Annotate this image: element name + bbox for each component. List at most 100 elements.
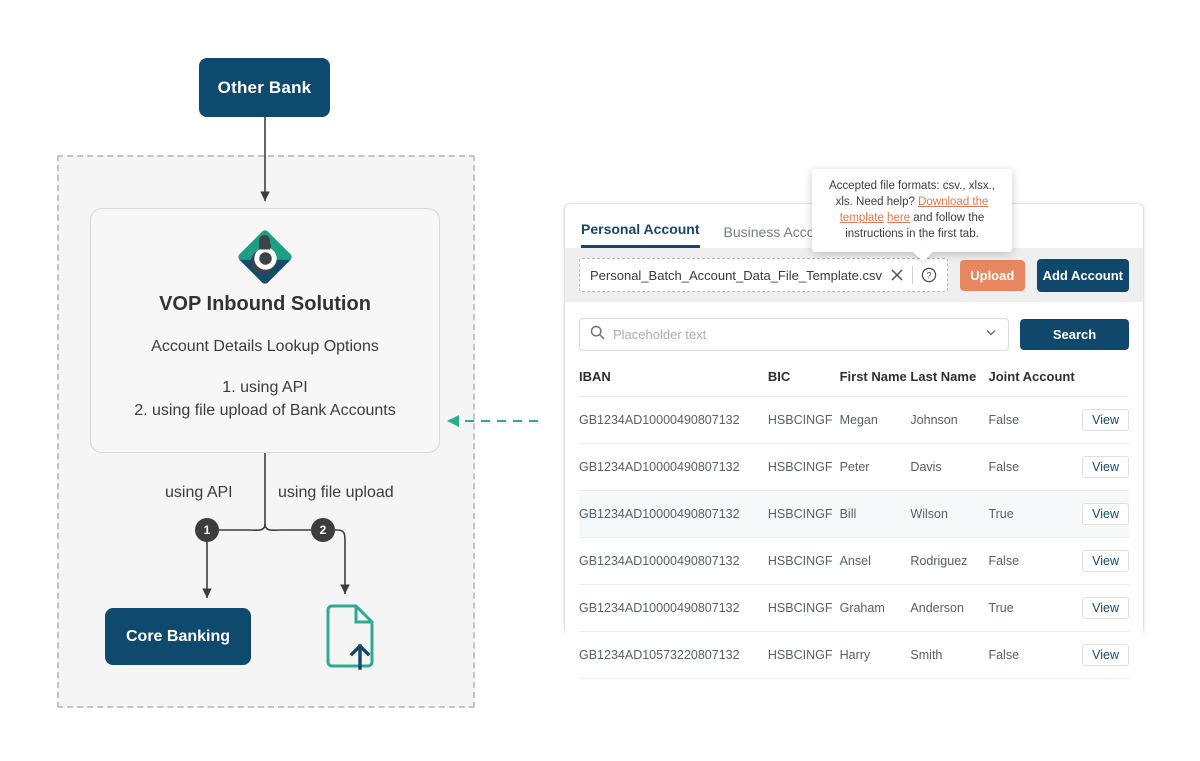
column-header-iban: IBAN: [579, 365, 768, 397]
cell-action: View: [1082, 537, 1129, 585]
cell-last-name: Wilson: [910, 490, 989, 538]
accounts-table: IBAN BIC First Name Last Name Joint Acco…: [579, 365, 1129, 679]
cell-bic: HSBCINGF: [767, 396, 840, 444]
step-badge-2: 2: [311, 518, 335, 542]
tab-personal-account-label: Personal Account: [581, 221, 700, 237]
b-diamond-logo-icon: [235, 227, 295, 287]
tooltip-here-link[interactable]: here: [887, 212, 911, 224]
node-core-banking: Core Banking: [105, 608, 251, 665]
branch-label-api: using API: [165, 484, 233, 501]
search-input[interactable]: Placeholder text: [579, 318, 1009, 351]
cell-bic: HSBCINGF: [767, 443, 840, 491]
cell-joint-account: False: [988, 631, 1083, 679]
node-other-bank: Other Bank: [199, 58, 330, 117]
cell-last-name: Rodriguez: [910, 537, 989, 585]
vop-option-1: 1. using API: [222, 379, 308, 396]
table-header-row: IBAN BIC First Name Last Name Joint Acco…: [579, 365, 1129, 397]
question-circle-icon[interactable]: ?: [921, 267, 937, 283]
tooltip-download-template-link[interactable]: Download the template: [839, 196, 989, 224]
cell-action: View: [1082, 490, 1129, 538]
cell-action: View: [1082, 631, 1129, 679]
step-badge-1: 1: [195, 518, 219, 542]
view-button[interactable]: View: [1082, 644, 1129, 666]
file-format-tooltip: Accepted file formats: csv., xlsx., xls.…: [812, 169, 1012, 252]
cell-first-name: Ansel: [839, 537, 911, 585]
column-header-last-name: Last Name: [910, 365, 989, 397]
column-header-joint-account: Joint Account: [988, 365, 1083, 397]
cell-first-name: Bill: [839, 490, 911, 538]
selected-file-name: Personal_Batch_Account_Data_File_Templat…: [590, 267, 882, 283]
search-row: Placeholder text Search: [579, 318, 1129, 351]
cell-first-name: Graham: [839, 584, 911, 632]
view-button[interactable]: View: [1082, 456, 1129, 478]
file-upload-icon: [322, 604, 382, 670]
search-input-placeholder: Placeholder text: [613, 327, 707, 342]
cell-joint-account: False: [988, 396, 1083, 444]
cell-last-name: Anderson: [910, 584, 989, 632]
view-button[interactable]: View: [1082, 409, 1129, 431]
cell-action: View: [1082, 396, 1129, 444]
cell-joint-account: False: [988, 443, 1083, 491]
tooltip-tail: and follow the instructions in the first…: [845, 212, 985, 240]
cell-last-name: Davis: [910, 443, 989, 491]
cell-bic: HSBCINGF: [767, 584, 840, 632]
node-other-bank-label: Other Bank: [217, 77, 312, 97]
search-icon: [590, 325, 605, 345]
cell-iban: GB1234AD10000490807132: [579, 396, 768, 444]
cell-action: View: [1082, 443, 1129, 491]
view-button[interactable]: View: [1082, 597, 1129, 619]
search-button[interactable]: Search: [1020, 319, 1129, 350]
cell-first-name: Harry: [839, 631, 911, 679]
upload-button[interactable]: Upload: [959, 259, 1025, 291]
upload-toolbar: Accepted file formats: csv., xlsx., xls.…: [565, 169, 1143, 302]
file-name-input[interactable]: Personal_Batch_Account_Data_File_Templat…: [579, 258, 948, 292]
branch-label-upload: using file upload: [278, 484, 394, 501]
cell-last-name: Smith: [910, 631, 989, 679]
tooltip-need-help: Need help?: [856, 196, 915, 208]
cell-first-name: Peter: [839, 443, 911, 491]
add-account-button[interactable]: Add Account: [1036, 258, 1129, 292]
cell-iban: GB1234AD10000490807132: [579, 443, 768, 491]
chevron-down-icon[interactable]: [984, 325, 998, 344]
cell-iban: GB1234AD10000490807132: [579, 537, 768, 585]
vop-option-2: 2. using file upload of Bank Accounts: [134, 402, 396, 419]
cell-first-name: Megan: [839, 396, 911, 444]
tab-business-account-label: Business Account: [723, 224, 835, 240]
svg-text:?: ?: [926, 270, 931, 280]
close-icon[interactable]: [890, 268, 904, 282]
cell-bic: HSBCINGF: [767, 537, 840, 585]
view-button[interactable]: View: [1082, 550, 1129, 572]
cell-bic: HSBCINGF: [767, 631, 840, 679]
view-button[interactable]: View: [1082, 503, 1129, 525]
tab-business-account[interactable]: Business Account: [724, 224, 835, 248]
cell-iban: GB1234AD10573220807132: [579, 631, 768, 679]
input-divider: [911, 266, 913, 284]
cell-joint-account: True: [988, 584, 1083, 632]
tab-personal-account[interactable]: Personal Account: [581, 221, 700, 248]
cell-joint-account: True: [988, 490, 1083, 538]
node-core-banking-label: Core Banking: [125, 627, 230, 645]
column-header-action: [1082, 365, 1129, 397]
tooltip-line-1: Accepted file formats: csv., xlsx., xls.: [829, 180, 995, 208]
vop-subtitle: Account Details Lookup Options: [151, 338, 379, 355]
column-header-bic: BIC: [767, 365, 840, 397]
accounts-panel: Personal Account Business Account Accept…: [564, 169, 1144, 679]
cell-iban: GB1234AD10000490807132: [579, 490, 768, 538]
architecture-diagram: Other Bank: [0, 0, 540, 761]
column-header-first-name: First Name: [839, 365, 911, 397]
cell-last-name: Johnson: [910, 396, 989, 444]
vop-title: VOP Inbound Solution: [159, 293, 371, 315]
cell-joint-account: False: [988, 537, 1083, 585]
accounts-body: Placeholder text Search IBAN BIC First N…: [565, 302, 1143, 679]
cell-action: View: [1082, 584, 1129, 632]
cell-bic: HSBCINGF: [767, 490, 840, 538]
vop-solution-card: VOP Inbound Solution Account Details Loo…: [90, 208, 440, 453]
cell-iban: GB1234AD10000490807132: [579, 584, 768, 632]
